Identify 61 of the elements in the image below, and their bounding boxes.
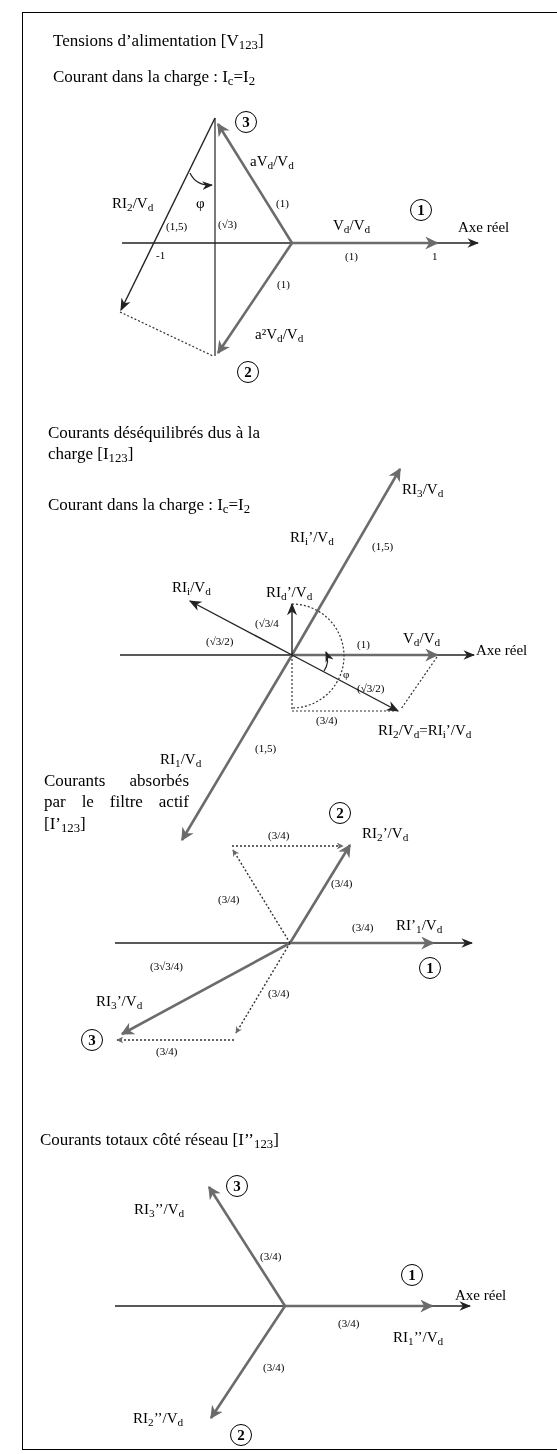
circled-number: 3	[235, 111, 257, 133]
magnitude-label: (3/4)	[352, 921, 374, 935]
magnitude-label: (√3)	[218, 218, 237, 232]
tick-label: -1	[156, 249, 166, 263]
magnitude-label: (√3/4	[255, 617, 279, 631]
magnitude-label: (3/4)	[218, 893, 240, 907]
vector-label: RI$_{3}$/V$_{d}$	[402, 480, 444, 499]
angle-label: φ	[343, 668, 350, 682]
vector-label: RI$_{i}$’/V$_{d}$	[290, 528, 334, 547]
vector-label: RI$_{3}$’/V$_{d}$	[96, 992, 143, 1011]
magnitude-label: (3/4)	[263, 1361, 285, 1375]
vector-label: RI’$_{1}$/V$_{d}$	[396, 916, 443, 935]
heading: Tensions d’alimentation [V$_{123}$]	[53, 30, 264, 52]
circled-number: 2	[230, 1424, 252, 1446]
magnitude-label: (1)	[357, 638, 370, 652]
magnitude-label: (√3/2)	[206, 635, 234, 649]
magnitude-label: (3/4)	[268, 829, 290, 843]
circled-number: 1	[419, 957, 441, 979]
subheading: Courant dans la charge : I$_{c}$=I$_{2}$	[48, 494, 252, 516]
vector-label: a²V$_{d}$/V$_{d}$	[255, 325, 304, 344]
vector-label: V$_{d}$/V$_{d}$	[403, 629, 441, 648]
heading: Courants absorbés par le filtre actif [I’$_{123}$]	[44, 770, 189, 834]
vector-label: RI$_{1}$/V$_{d}$	[160, 750, 202, 769]
heading: Courants totaux côté réseau [I’’$_{123}$]	[40, 1129, 279, 1151]
magnitude-label: (3/4)	[316, 714, 338, 728]
magnitude-label: (3√3/4)	[150, 960, 183, 974]
magnitude-label: (3/4)	[338, 1317, 360, 1331]
magnitude-label: (1)	[345, 250, 358, 264]
angle-label: φ	[196, 194, 205, 213]
vector-label: RI$_{2}$’/V$_{d}$	[362, 824, 409, 843]
vector-label: RI$_{2}$/V$_{d}$=RI$_{i}$’/V$_{d}$	[378, 721, 472, 740]
heading: Courants déséquilibrés dus à la charge [I$_{123}$]	[48, 422, 260, 465]
vector-label: RI$_{i}$/V$_{d}$	[172, 578, 211, 597]
vector-label: V$_{d}$/V$_{d}$	[333, 216, 371, 235]
circled-number: 1	[410, 199, 432, 221]
magnitude-label: (3/4)	[268, 987, 290, 1001]
axis-label: Axe réel	[458, 218, 510, 237]
vector-label: RI$_{3}$’’/V$_{d}$	[134, 1200, 185, 1219]
magnitude-label: (1,5)	[166, 220, 188, 234]
tick-label: 1	[432, 250, 438, 264]
vector-label: aV$_{d}$/V$_{d}$	[250, 152, 294, 171]
magnitude-label: (3/4)	[331, 877, 353, 891]
magnitude-label: (√3/2)	[357, 682, 385, 696]
axis-label: Axe réel	[476, 641, 528, 660]
vector-label: RI$_{2}$’’/V$_{d}$	[133, 1409, 184, 1428]
axis-label: Axe réel	[455, 1286, 507, 1305]
circled-number: 2	[329, 802, 351, 824]
circled-number: 3	[81, 1029, 103, 1051]
magnitude-label: (3/4)	[260, 1250, 282, 1264]
circled-number: 1	[401, 1264, 423, 1286]
vector-label: RI$_{d}$’/V$_{d}$	[266, 583, 313, 602]
magnitude-label: (1)	[276, 197, 289, 211]
magnitude-label: (1,5)	[255, 742, 277, 756]
subheading: Courant dans la charge : I$_{c}$=I$_{2}$	[53, 66, 256, 88]
magnitude-label: (1)	[277, 278, 290, 292]
magnitude-label: (3/4)	[156, 1045, 178, 1059]
circled-number: 3	[226, 1175, 248, 1197]
circled-number: 2	[237, 361, 259, 383]
magnitude-label: (1,5)	[372, 540, 394, 554]
vector-label: RI$_{1}$’’/V$_{d}$	[393, 1328, 444, 1347]
vector-label: RI$_{2}$/V$_{d}$	[112, 194, 154, 213]
